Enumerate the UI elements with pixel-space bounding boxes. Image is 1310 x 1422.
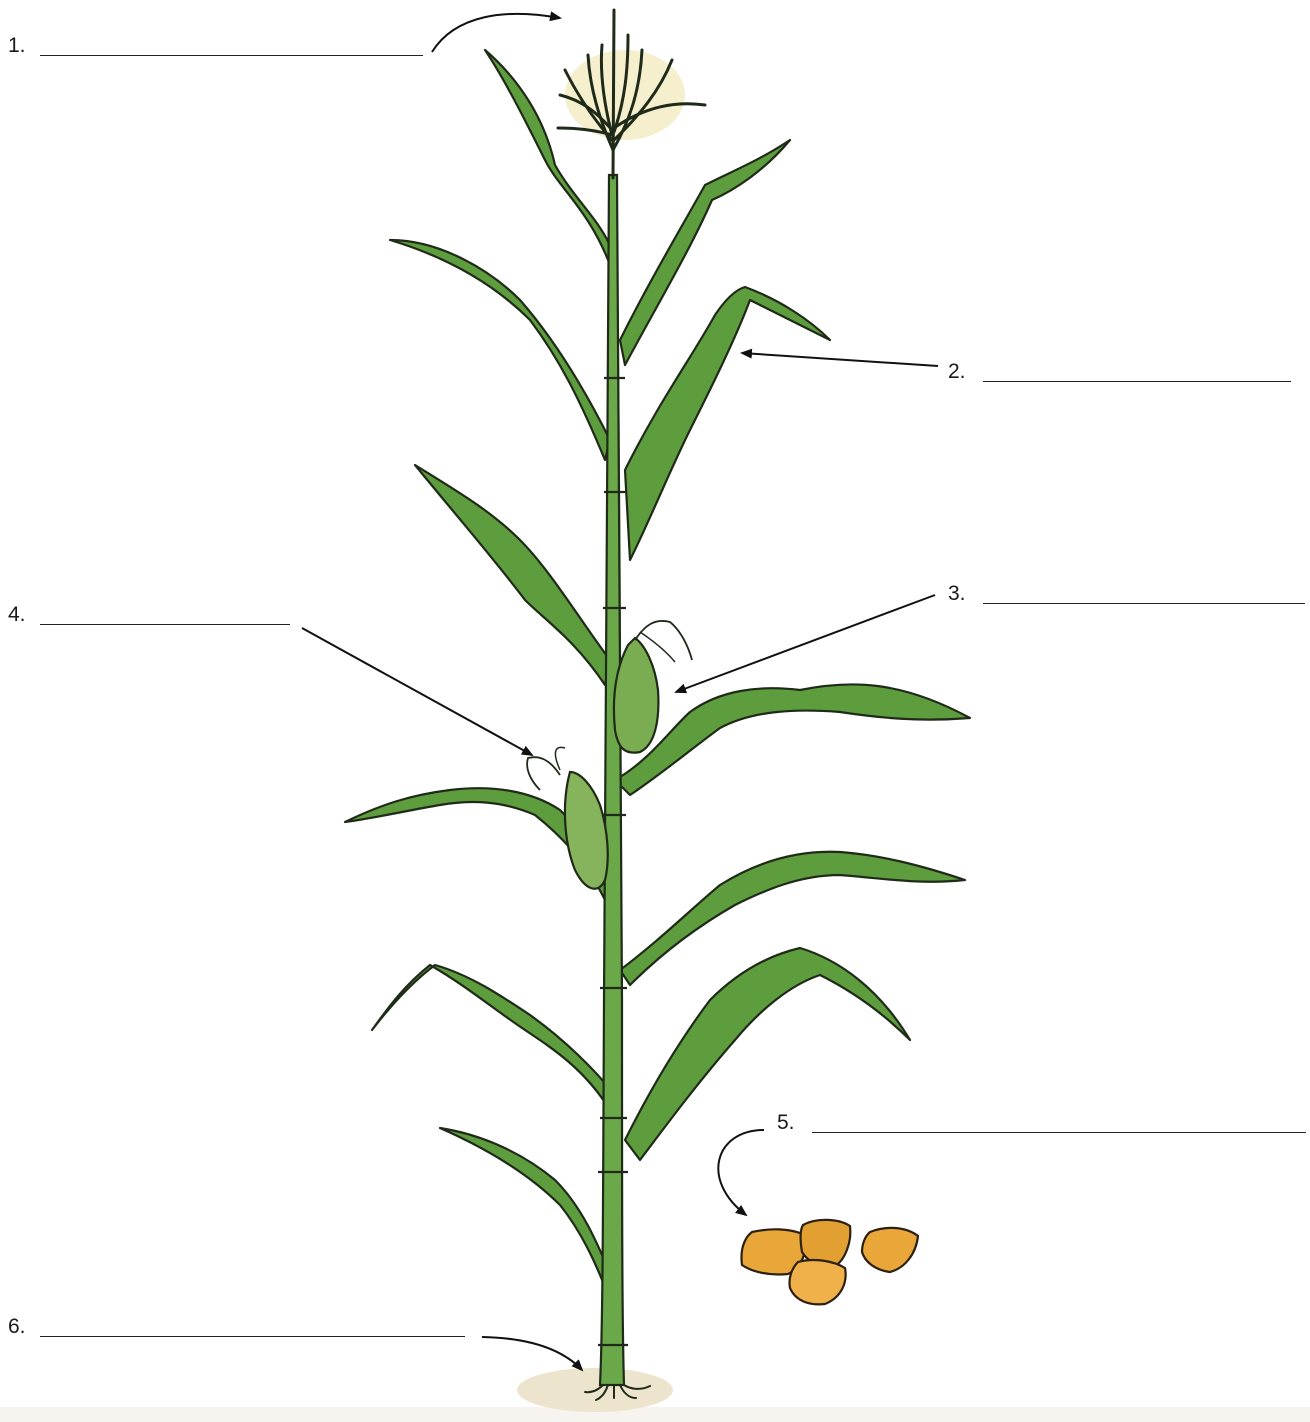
kernel [789, 1260, 845, 1304]
leaf-middle-left [415, 465, 610, 685]
arrow-1 [432, 14, 560, 52]
corn-kernels [741, 1220, 918, 1305]
arrow-5 [718, 1130, 764, 1215]
answer-line-4[interactable] [40, 624, 290, 625]
arrow-6 [482, 1337, 582, 1370]
label-5: 5. [777, 1111, 795, 1135]
answer-line-3[interactable] [983, 603, 1305, 604]
label-4: 4. [8, 603, 26, 627]
leaf-right-middle [615, 684, 970, 795]
leaf-lower-left [372, 965, 615, 1110]
leaf-upper-left [390, 240, 610, 460]
label-3: 3. [948, 582, 966, 606]
arrow-3 [676, 595, 935, 692]
label-6: 6. [8, 1315, 26, 1339]
arrow-2 [742, 353, 938, 366]
leaf-bottom-left [440, 1128, 615, 1300]
answer-line-6[interactable] [40, 1336, 465, 1337]
answer-line-1[interactable] [40, 55, 423, 56]
leaf-upper-right [625, 287, 830, 560]
kernel [862, 1228, 918, 1272]
answer-line-5[interactable] [812, 1132, 1306, 1133]
label-1: 1. [8, 34, 26, 58]
leaf-lower-right [625, 948, 910, 1160]
arrow-4 [302, 628, 532, 755]
answer-line-2[interactable] [983, 381, 1291, 382]
label-2: 2. [948, 360, 966, 384]
